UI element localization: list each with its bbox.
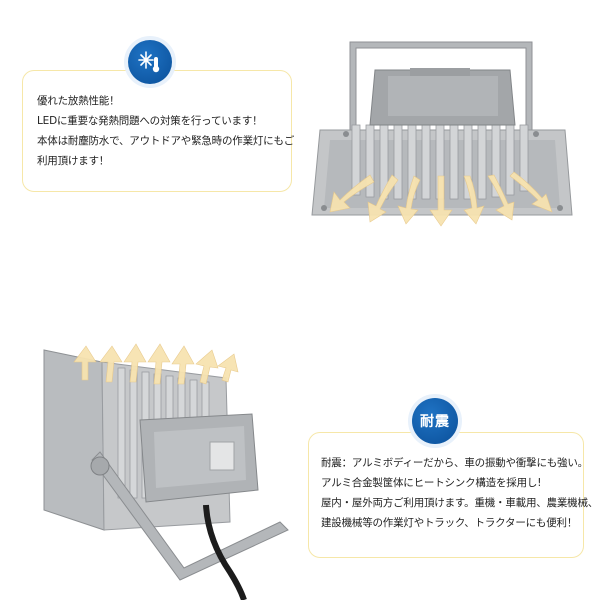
heat-line-4: 利用頂けます！ bbox=[37, 155, 110, 167]
shock-line-2: アルミ合金製筐体にヒートシンク構造を採用し! bbox=[321, 477, 542, 489]
shock-badge-label: 耐震 bbox=[420, 414, 450, 430]
floodlight-side-image bbox=[43, 343, 289, 600]
shock-line-4: 建設機械等の作業灯やトラック、トラクターにも便利！ bbox=[321, 517, 578, 529]
heat-dissipation-panel: 優れた放熱性能！ LEDに重要な発熱問題への対策を行っています！ 本体は耐塵防水… bbox=[22, 70, 295, 192]
shock-resistance-badge: 耐震 bbox=[412, 398, 458, 444]
shock-line-3: 屋内・屋外両方ご利用頂けます。重機・車載用、農業機械、 bbox=[321, 497, 599, 509]
floodlight-heatsink-image bbox=[311, 41, 573, 227]
shock-line-1: 耐震：アルミボディーだから、車の振動や衝撃にも強い。 bbox=[321, 457, 588, 469]
shock-resistance-panel: 耐震：アルミボディーだから、車の振動や衝撃にも強い。 アルミ合金製筐体にヒートシ… bbox=[308, 432, 599, 558]
heat-line-1: 優れた放熱性能！ bbox=[37, 95, 120, 107]
snowflake-thermometer-icon bbox=[128, 40, 172, 84]
heat-line-3: 本体は耐塵防水で、アウトドアや緊急時の作業灯にもご bbox=[37, 135, 295, 147]
heat-line-2: LEDに重要な発熱問題への対策を行っています！ bbox=[37, 115, 263, 127]
